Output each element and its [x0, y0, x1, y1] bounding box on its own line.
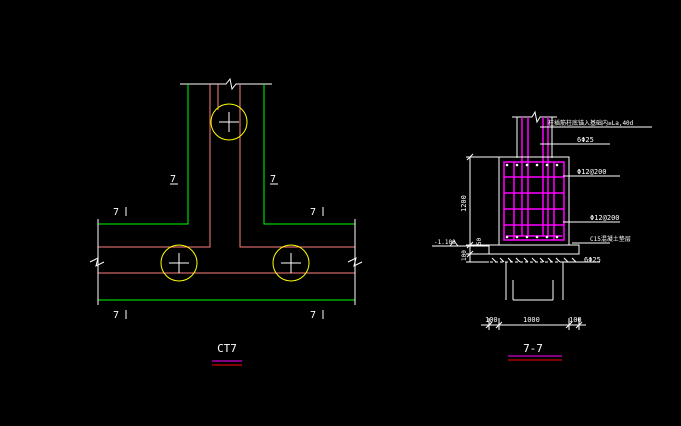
plan-top-break-line	[180, 77, 272, 91]
elevation-marker	[432, 240, 489, 247]
dim-mid: 1000	[523, 316, 540, 324]
foundation-rebar-mesh	[503, 161, 565, 241]
section-mark-1: 7	[113, 207, 119, 218]
label-hoop-1: Φ12@200	[577, 168, 607, 176]
dim-left: 100	[485, 316, 498, 324]
section-title: 7-7	[523, 342, 543, 355]
rebar-dots	[505, 163, 559, 239]
label-leaders	[540, 126, 652, 263]
plan-green-outline	[98, 84, 355, 301]
foundation-outline	[498, 156, 570, 246]
pile-circle-top	[210, 103, 248, 141]
plan-white-edges	[89, 219, 363, 305]
section-mark-2: 7	[310, 207, 316, 218]
section-mark-5: 7	[170, 174, 176, 185]
label-elevation: -1.100	[434, 239, 456, 246]
pile-circle-right	[272, 244, 310, 282]
dim-50: 50	[476, 237, 483, 245]
section-cut-marks	[125, 183, 324, 319]
dim-horizontal	[481, 318, 586, 330]
label-hoop-2: Φ12@200	[590, 214, 620, 222]
section-view: 柱插筋柱底锚入基础内≥La,40d 6Φ25 Φ12@200 Φ12@200 C…	[432, 110, 652, 361]
label-note-top: 柱插筋柱底锚入基础内≥La,40d	[548, 119, 634, 127]
section-mark-6: 7	[270, 174, 276, 185]
plan-title: CT7	[217, 342, 237, 355]
dim-height: 1200	[460, 195, 468, 212]
cushion-layer	[470, 244, 600, 263]
plan-pink-outline	[98, 84, 355, 274]
dim-100: 100	[461, 250, 468, 261]
section-column-stub	[512, 110, 557, 301]
label-rebar-top: 6Φ25	[577, 136, 594, 144]
section-piles	[505, 262, 564, 300]
dim-right: 100	[569, 316, 582, 324]
label-rebar-bottom: 6Φ25	[584, 256, 601, 264]
pile-circle-left	[160, 244, 198, 282]
section-mark-3: 7	[113, 310, 119, 321]
label-cushion: C15混凝土垫层	[590, 235, 631, 243]
section-mark-4: 7	[310, 310, 316, 321]
plan-view: 7 7 7 7 7 7 CT7	[89, 77, 363, 366]
dim-vertical	[466, 153, 499, 263]
